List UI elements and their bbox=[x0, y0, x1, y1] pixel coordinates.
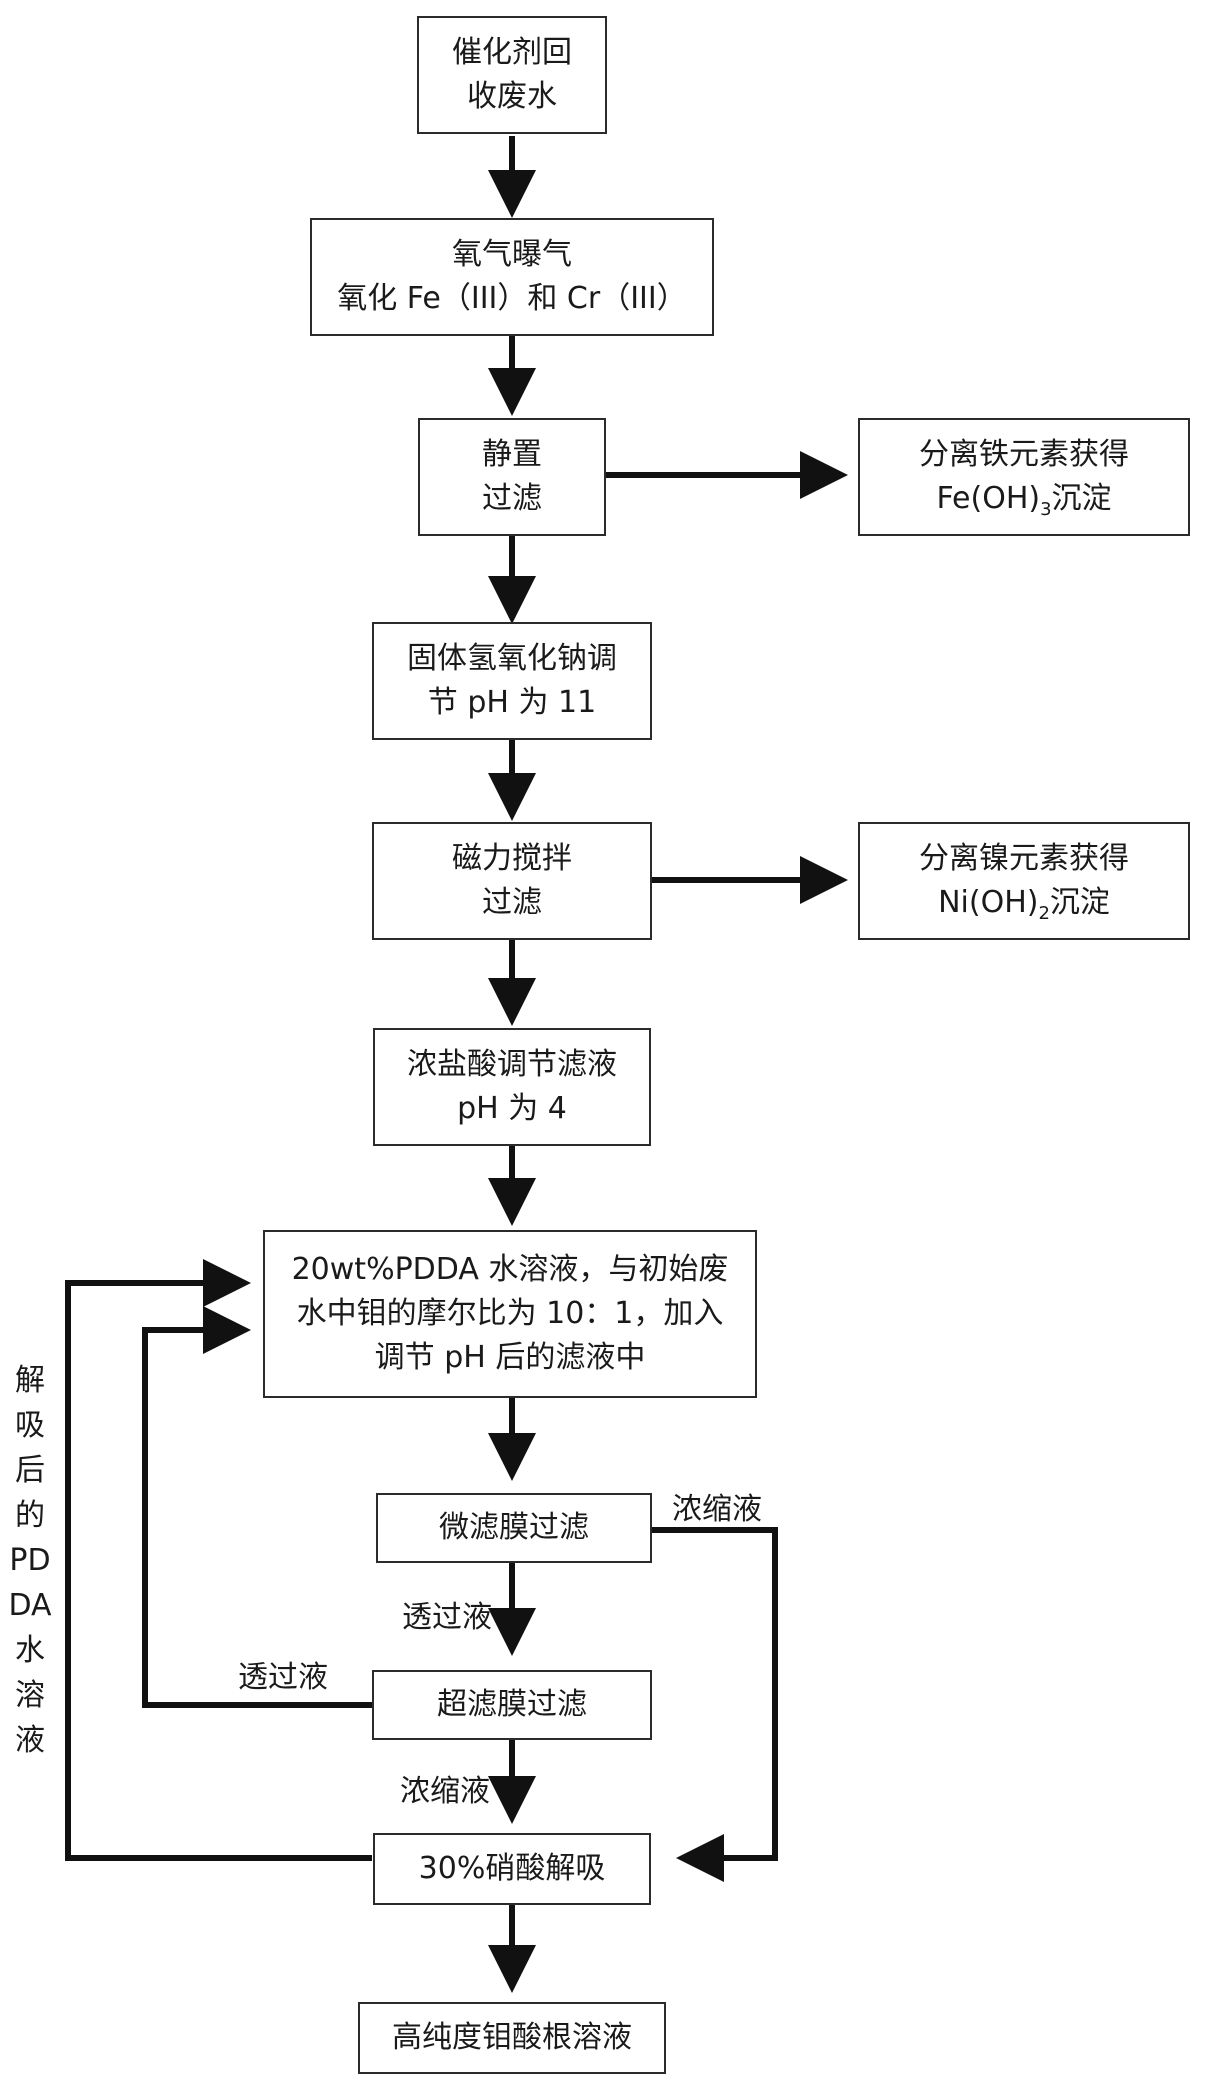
node-ni-precipitate-line1: 分离镍元素获得 bbox=[919, 837, 1129, 881]
node-oxygen-aeration-line2: 氧化 Fe（III）和 Cr（III） bbox=[337, 277, 687, 321]
node-settle-filter: 静置 过滤 bbox=[418, 418, 606, 536]
node-magnetic-stir-line2: 过滤 bbox=[482, 881, 542, 925]
node-settle-filter-line2: 过滤 bbox=[482, 477, 542, 521]
label-uf-permeate: 透过液 bbox=[238, 1658, 328, 1698]
node-wastewater-line1: 催化剂回 bbox=[452, 31, 572, 75]
label-uf-concentrate: 浓缩液 bbox=[400, 1772, 490, 1812]
arrow-mf-concentrate bbox=[652, 1530, 775, 1858]
side-label-char: 液 bbox=[8, 1718, 52, 1763]
node-pdda-addition-line3: 调节 pH 后的滤液中 bbox=[375, 1336, 646, 1380]
label-mf-concentrate: 浓缩液 bbox=[672, 1490, 762, 1530]
node-microfiltration: 微滤膜过滤 bbox=[376, 1493, 652, 1563]
node-fe-precipitate-line2: Fe(OH)3沉淀 bbox=[936, 477, 1111, 521]
node-naoh-ph11: 固体氢氧化钠调 节 pH 为 11 bbox=[372, 622, 652, 740]
side-label-char: 解 bbox=[8, 1358, 52, 1403]
node-molybdate-solution: 高纯度钼酸根溶液 bbox=[358, 2002, 666, 2074]
side-label-char: DA bbox=[8, 1583, 52, 1628]
side-label-char: PD bbox=[8, 1538, 52, 1583]
node-hcl-ph4: 浓盐酸调节滤液 pH 为 4 bbox=[373, 1028, 651, 1146]
node-pdda-addition-line1: 20wt%PDDA 水溶液，与初始废 bbox=[292, 1248, 729, 1292]
node-fe-precipitate-line1: 分离铁元素获得 bbox=[919, 433, 1129, 477]
side-label-char: 后 bbox=[8, 1448, 52, 1493]
label-mf-permeate: 透过液 bbox=[402, 1598, 492, 1638]
node-oxygen-aeration-line1: 氧气曝气 bbox=[452, 233, 572, 277]
side-label-char: 的 bbox=[8, 1493, 52, 1538]
node-microfiltration-label: 微滤膜过滤 bbox=[439, 1506, 589, 1550]
side-label-char: 吸 bbox=[8, 1403, 52, 1448]
side-label-char: 水 bbox=[8, 1628, 52, 1673]
node-magnetic-stir: 磁力搅拌 过滤 bbox=[372, 822, 652, 940]
node-ultrafiltration: 超滤膜过滤 bbox=[372, 1670, 652, 1740]
node-settle-filter-line1: 静置 bbox=[482, 433, 542, 477]
node-fe-precipitate: 分离铁元素获得 Fe(OH)3沉淀 bbox=[858, 418, 1190, 536]
node-pdda-addition-line2: 水中钼的摩尔比为 10：1，加入 bbox=[297, 1292, 724, 1336]
node-ultrafiltration-label: 超滤膜过滤 bbox=[437, 1683, 587, 1727]
node-naoh-ph11-line2: 节 pH 为 11 bbox=[428, 681, 596, 725]
node-molybdate-solution-label: 高纯度钼酸根溶液 bbox=[392, 2016, 632, 2060]
node-nitric-desorption: 30%硝酸解吸 bbox=[373, 1833, 651, 1905]
node-oxygen-aeration: 氧气曝气 氧化 Fe（III）和 Cr（III） bbox=[310, 218, 714, 336]
node-ni-precipitate-line2: Ni(OH)2沉淀 bbox=[938, 881, 1110, 925]
node-nitric-desorption-label: 30%硝酸解吸 bbox=[419, 1847, 606, 1891]
node-hcl-ph4-line1: 浓盐酸调节滤液 bbox=[407, 1043, 617, 1087]
node-wastewater-line2: 收废水 bbox=[467, 75, 557, 119]
node-pdda-addition: 20wt%PDDA 水溶液，与初始废 水中钼的摩尔比为 10：1，加入 调节 p… bbox=[263, 1230, 757, 1398]
node-naoh-ph11-line1: 固体氢氧化钠调 bbox=[407, 637, 617, 681]
side-label-desorbed-pdda: 解 吸 后 的 PD DA 水 溶 液 bbox=[8, 1358, 52, 1763]
node-hcl-ph4-line2: pH 为 4 bbox=[457, 1087, 567, 1131]
node-magnetic-stir-line1: 磁力搅拌 bbox=[452, 837, 572, 881]
node-wastewater: 催化剂回 收废水 bbox=[417, 16, 607, 134]
node-ni-precipitate: 分离镍元素获得 Ni(OH)2沉淀 bbox=[858, 822, 1190, 940]
side-label-char: 溶 bbox=[8, 1673, 52, 1718]
